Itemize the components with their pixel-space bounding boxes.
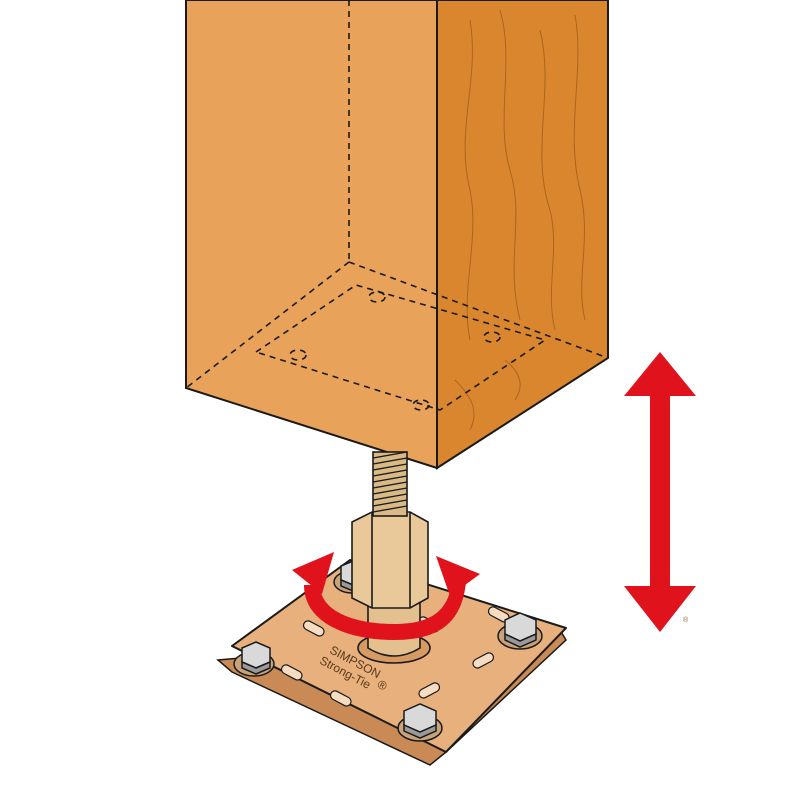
bolt-right <box>497 612 543 650</box>
rod-threads <box>372 451 408 513</box>
hex-nut <box>351 511 429 609</box>
adjuster-assembly <box>351 451 431 664</box>
bolt-left <box>233 641 275 677</box>
vertical-double-arrow-icon <box>624 352 696 632</box>
plate-branding: SIMPSON Strong-Tie ® <box>317 643 389 694</box>
wood-post <box>185 0 609 470</box>
rotate-arrow-icon <box>292 552 480 640</box>
hidden-top-plate <box>254 284 547 411</box>
bolt-front <box>397 703 443 742</box>
post-side-face <box>436 0 609 470</box>
hidden-edges <box>185 0 609 389</box>
wood-grain <box>454 9 586 431</box>
corner-mark: ® <box>683 616 689 624</box>
